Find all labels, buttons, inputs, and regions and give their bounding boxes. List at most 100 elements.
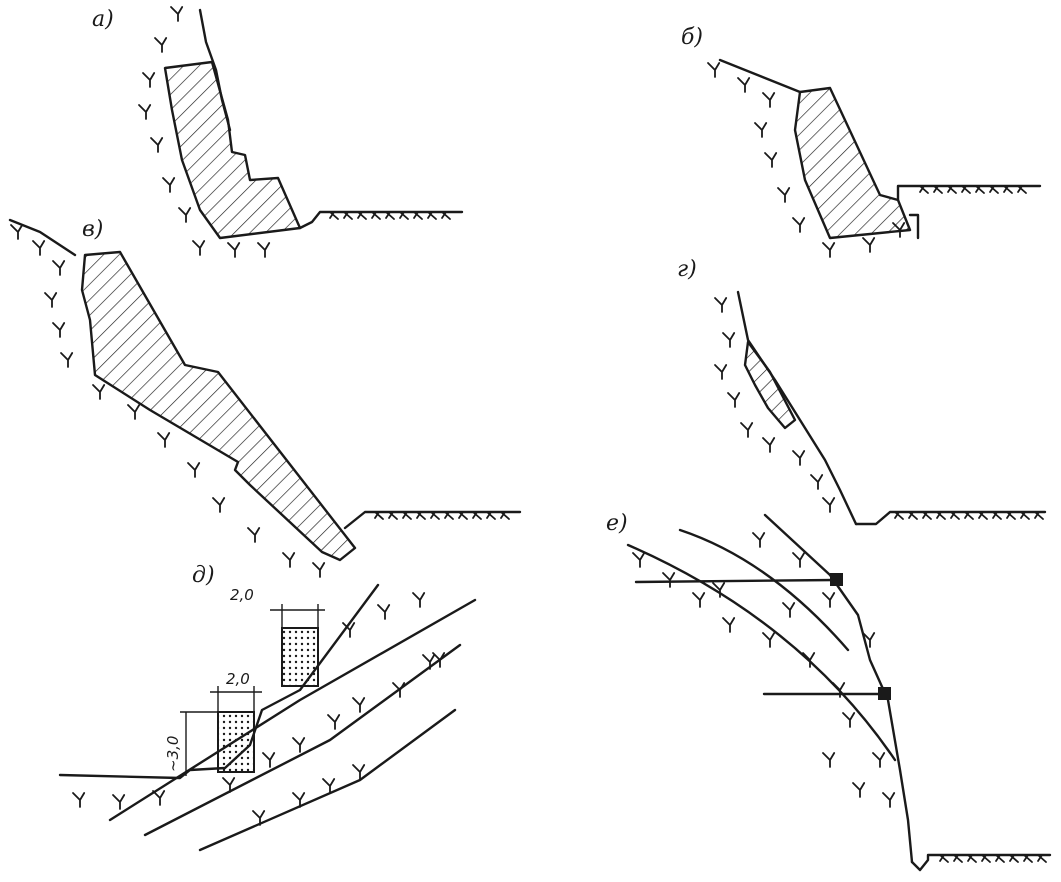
ground-hatch: [961, 185, 971, 194]
soil-tick: [412, 592, 426, 608]
panel-v-soil-ticks: [10, 224, 510, 578]
ground-hatch: [500, 511, 510, 520]
ground-hatch: [427, 211, 437, 220]
panel-d-label: д): [192, 563, 215, 588]
soil-tick: [252, 810, 266, 826]
soil-tick: [842, 712, 856, 728]
panel-d-dim-height: ~3,0: [164, 736, 182, 772]
ground-hatch: [1037, 854, 1047, 863]
soil-tick: [727, 392, 741, 408]
soil-tick: [832, 682, 846, 698]
ground-hatch: [441, 211, 451, 220]
panel-v-retaining-wall: [80, 250, 357, 562]
panel-g-label: г): [677, 257, 697, 282]
ground-hatch: [430, 511, 440, 520]
ground-hatch: [989, 185, 999, 194]
ground-hatch: [975, 185, 985, 194]
soil-tick: [377, 604, 391, 620]
ground-hatch: [978, 511, 988, 520]
panel-a-label: а): [92, 7, 114, 32]
soil-tick: [432, 652, 446, 668]
ground-hatch: [357, 211, 367, 220]
soil-tick: [282, 552, 296, 568]
soil-tick: [60, 352, 74, 368]
ground-hatch: [908, 511, 918, 520]
ground-hatch: [922, 511, 932, 520]
soil-tick: [247, 527, 261, 543]
panel-b-retaining-wall: [793, 86, 912, 240]
soil-tick: [754, 122, 768, 138]
soil-tick: [822, 592, 836, 608]
soil-tick: [764, 152, 778, 168]
ground-hatch: [933, 185, 943, 194]
soil-tick: [882, 792, 896, 808]
soil-tick: [227, 242, 241, 258]
soil-tick: [822, 242, 836, 258]
panel-e-label: е): [606, 511, 628, 536]
panel-b-label: б): [681, 25, 703, 50]
soil-tick: [792, 552, 806, 568]
ground-hatch: [1017, 185, 1027, 194]
soil-tick: [692, 592, 706, 608]
panel-a-soil-ticks: [138, 6, 451, 258]
soil-tick: [187, 462, 201, 478]
ground-hatch: [995, 854, 1005, 863]
panel-d-layer-line-4: [198, 708, 457, 852]
ground-hatch: [981, 854, 991, 863]
panel-d-drain-trench-lower: [217, 711, 255, 773]
soil-tick: [392, 682, 406, 698]
panel-g: г): [677, 257, 1047, 526]
ground-hatch: [343, 211, 353, 220]
ground-hatch: [413, 211, 423, 220]
soil-tick: [72, 792, 86, 808]
panel-e-soil-ticks: [632, 532, 1047, 863]
soil-tick: [822, 497, 836, 513]
soil-tick: [222, 777, 236, 793]
soil-tick: [192, 240, 206, 256]
soil-tick: [150, 137, 164, 153]
panel-b-ground-line: [896, 184, 1042, 202]
soil-tick: [852, 782, 866, 798]
soil-tick: [312, 562, 326, 578]
soil-tick: [782, 602, 796, 618]
soil-tick: [740, 422, 754, 438]
soil-tick: [162, 177, 176, 193]
soil-tick: [52, 260, 66, 276]
panel-e-ground-line: [910, 853, 1052, 872]
ground-hatch: [1034, 511, 1044, 520]
ground-hatch: [1020, 511, 1030, 520]
ground-hatch: [458, 511, 468, 520]
panel-d-dim-width-top: 2,0: [230, 586, 254, 604]
panel-g-slope-line: [736, 290, 858, 526]
panel-e-anchor-plate-upper: [830, 573, 843, 586]
soil-tick: [792, 450, 806, 466]
soil-tick: [777, 187, 791, 203]
soil-tick: [127, 404, 141, 420]
soil-tick: [142, 72, 156, 88]
panel-a: а): [92, 6, 464, 258]
panel-d: д) 2,0 2,0 ~3,0: [58, 563, 477, 852]
ground-hatch: [894, 511, 904, 520]
soil-tick: [762, 437, 776, 453]
panel-g-soil-ticks: [714, 297, 1044, 520]
soil-tick: [157, 432, 171, 448]
panel-d-layer-line-2: [108, 598, 477, 822]
ground-hatch: [967, 854, 977, 863]
soil-tick: [707, 62, 721, 78]
soil-tick: [262, 752, 276, 768]
soil-tick: [178, 207, 192, 223]
panel-e: е): [606, 511, 1052, 872]
soil-tick: [872, 752, 886, 768]
panel-b-slope-line: [718, 58, 802, 94]
soil-tick: [662, 572, 676, 588]
soil-tick: [322, 778, 336, 794]
soil-tick: [892, 222, 906, 238]
soil-tick: [722, 332, 736, 348]
ground-hatch: [936, 511, 946, 520]
panel-d-soil-ticks: [72, 592, 446, 826]
soil-tick: [712, 582, 726, 598]
panel-a-ground-line: [298, 210, 464, 230]
soil-tick: [154, 37, 168, 53]
soil-tick: [862, 632, 876, 648]
